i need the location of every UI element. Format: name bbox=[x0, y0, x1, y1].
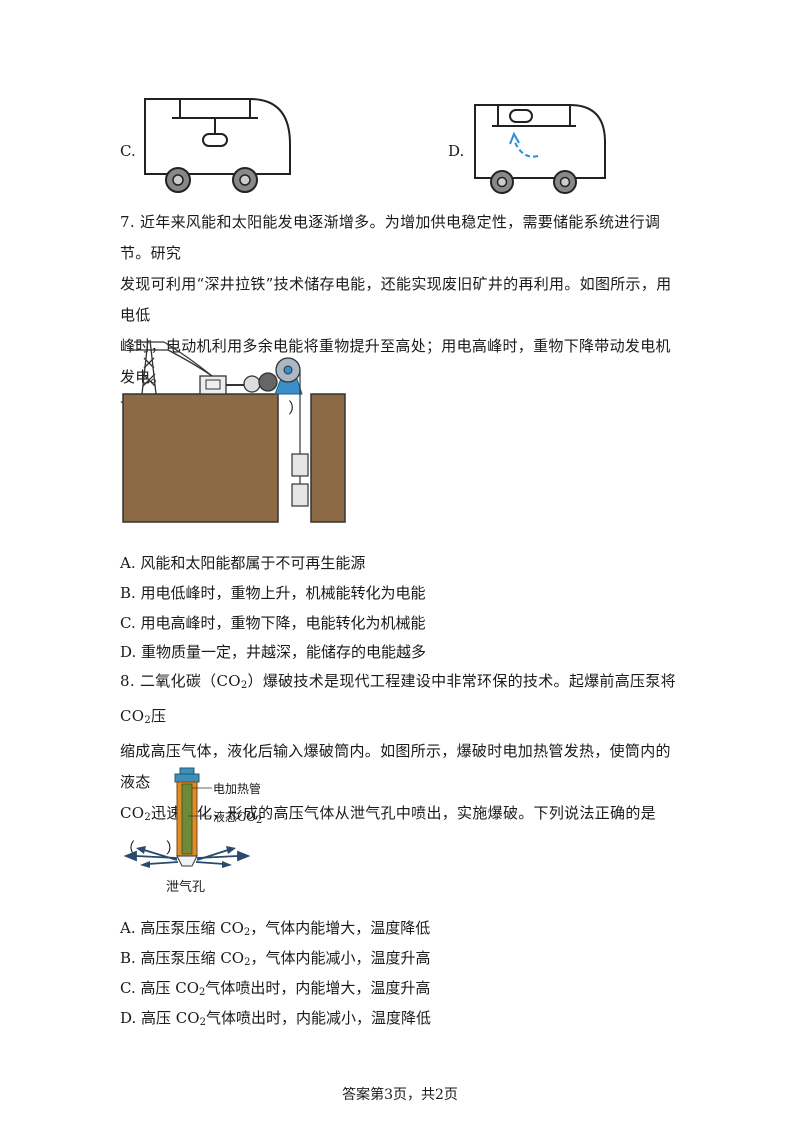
q7-option-d[interactable]: D. 重物质量一定，井越深，能储存的电能越多 bbox=[120, 643, 427, 661]
option-c-label: C. bbox=[120, 142, 136, 160]
mine-shaft-figure bbox=[122, 339, 346, 523]
page-footer: 答案第3页，共2页 bbox=[342, 1087, 458, 1103]
q8-line-3: CO2迅速汽化，形成的高压气体从泄气孔中喷出，实施爆破。下列说法正确的是（ ） bbox=[120, 804, 656, 857]
heater-tube-label: 电加热管 bbox=[213, 782, 262, 796]
bus-figure-c bbox=[144, 98, 291, 193]
option-d-label: D. bbox=[448, 142, 465, 160]
q7-line-1: 7. 近年来风能和太阳能发电逐渐增多。为增加供电稳定性，需要储能系统进行调节。研… bbox=[120, 213, 661, 262]
co2-blasting-tube-figure bbox=[123, 767, 251, 868]
q8-option-c[interactable]: C. 高压 CO2气体喷出时，内能增大，温度升高 bbox=[120, 979, 431, 998]
q8-option-a[interactable]: A. 高压泵压缩 CO2，气体内能增大，温度降低 bbox=[120, 919, 431, 938]
q8-option-d[interactable]: D. 高压 CO2气体喷出时，内能减小，温度降低 bbox=[120, 1009, 431, 1028]
q7-line-2: 发现可利用“深井拉铁”技术储存电能，还能实现废旧矿井的再利用。如图所示，用电低 bbox=[120, 275, 672, 324]
q8-line-1: 8. 二氧化碳（CO2）爆破技术是现代工程建设中非常环保的技术。起爆前高压泵将C… bbox=[120, 672, 676, 726]
liquid-co2-label: 液态CO2 bbox=[213, 810, 263, 826]
q8-line-2: 缩成高压气体，液化后输入爆破筒内。如图所示，爆破时电加热管发热，使筒内的液态 bbox=[120, 742, 671, 791]
q8-stem: 8. 二氧化碳（CO2）爆破技术是现代工程建设中非常环保的技术。起爆前高压泵将C… bbox=[120, 666, 680, 864]
q7-option-c[interactable]: C. 用电高峰时，重物下降，电能转化为机械能 bbox=[120, 614, 426, 632]
q7-option-b[interactable]: B. 用电低峰时，重物上升，机械能转化为电能 bbox=[120, 584, 426, 602]
bus-figure-d bbox=[474, 104, 606, 194]
vent-hole-label: 泄气孔 bbox=[166, 880, 206, 895]
q8-option-b[interactable]: B. 高压泵压缩 CO2，气体内能减小，温度升高 bbox=[120, 949, 431, 968]
q7-option-a[interactable]: A. 风能和太阳能都属于不可再生能源 bbox=[120, 554, 366, 572]
